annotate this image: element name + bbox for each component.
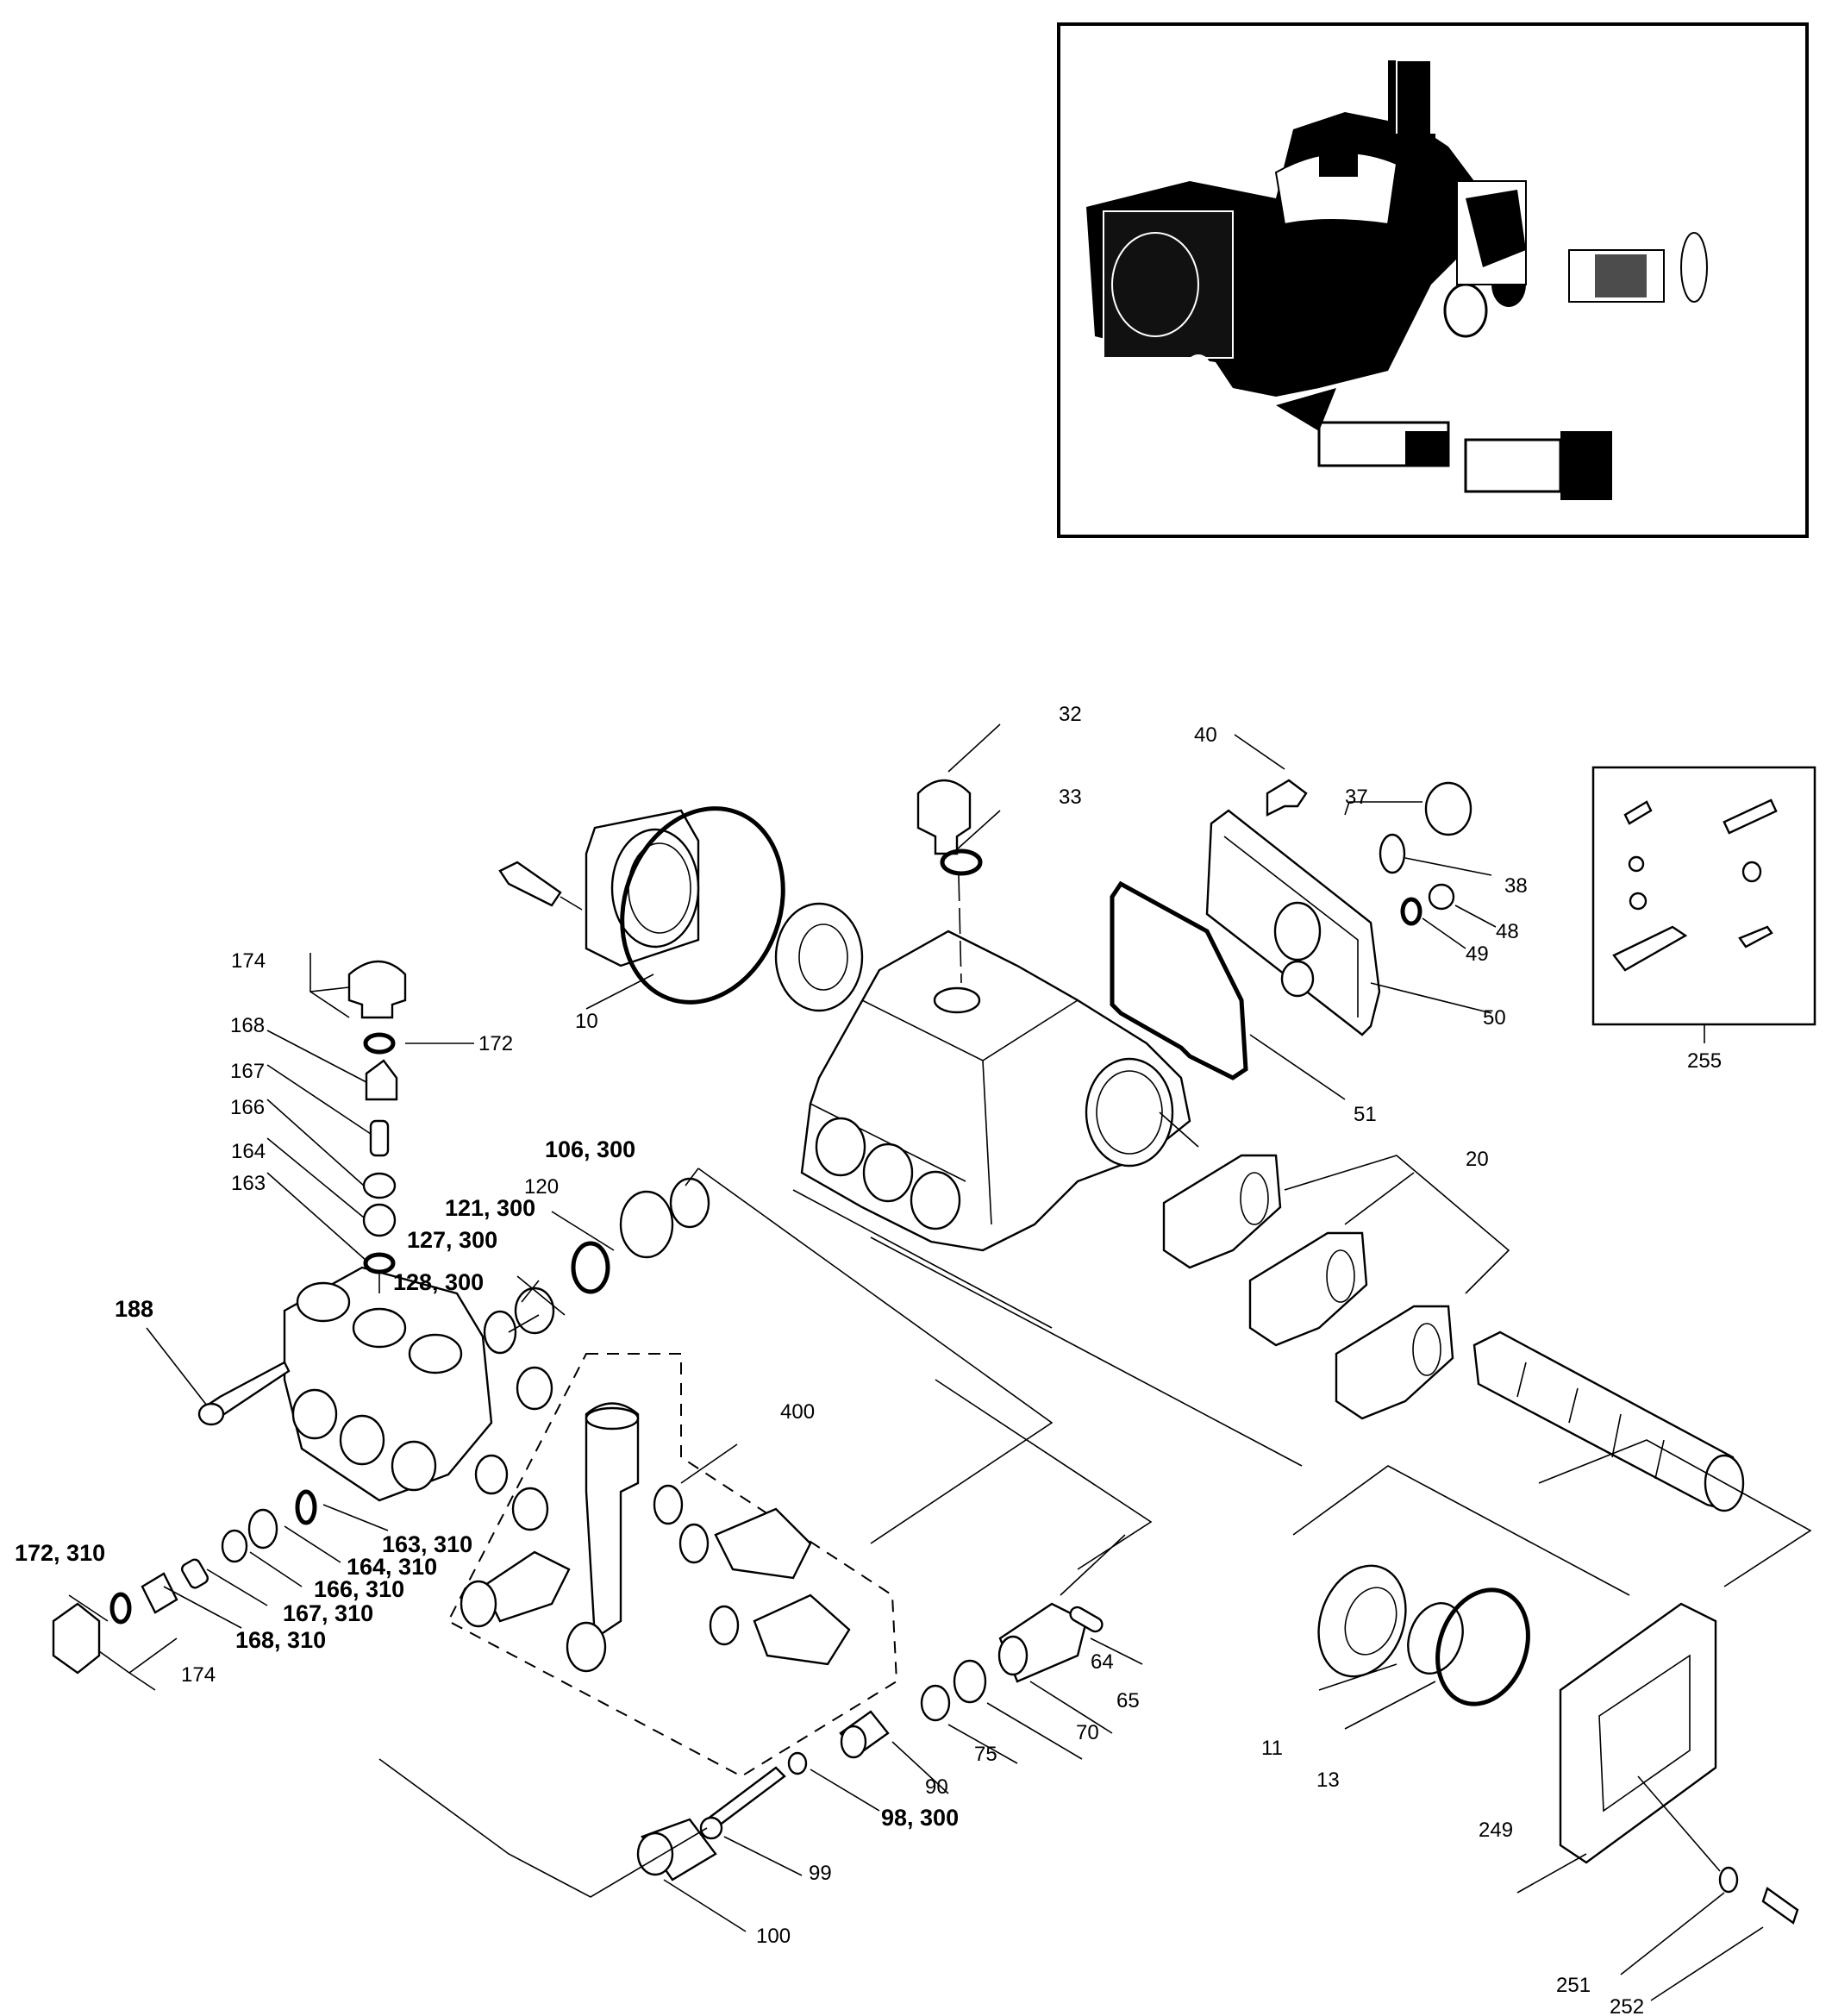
- plunger-parts: [636, 1602, 1104, 1881]
- outlet-valve-stack: [347, 960, 407, 1293]
- kit-washer-icon: [1629, 892, 1648, 911]
- kit-box-255: [1591, 766, 1816, 1043]
- crankcase: [800, 930, 1191, 1252]
- callout-167: 167: [230, 1060, 265, 1083]
- kit-bracket-icon: [1612, 925, 1688, 972]
- callout-400: 400: [780, 1400, 815, 1424]
- seal-stack: [483, 1177, 710, 1355]
- callout-163: 163: [231, 1172, 266, 1195]
- callout-75: 75: [974, 1743, 997, 1766]
- callout-20: 20: [1466, 1148, 1489, 1171]
- callout-166-310: 166, 310: [314, 1576, 404, 1602]
- oil-cap: [916, 779, 983, 984]
- callout-40: 40: [1194, 723, 1217, 747]
- callout-51: 51: [1354, 1103, 1377, 1126]
- callout-251: 251: [1556, 1974, 1591, 1997]
- callout-168: 168: [230, 1014, 265, 1037]
- bolt-188: [197, 1361, 291, 1426]
- callout-64: 64: [1091, 1650, 1114, 1674]
- callout-labels: 32 33 40 37 38 48 49 50 51 10 20 174 172…: [15, 703, 1722, 2016]
- callout-163-310: 163, 310: [382, 1531, 472, 1557]
- callout-70: 70: [1076, 1721, 1099, 1744]
- callout-164-310: 164, 310: [347, 1554, 437, 1580]
- kit-key-icon: [1723, 798, 1778, 835]
- callout-37: 37: [1345, 786, 1368, 809]
- callout-172-310: 172, 310: [15, 1540, 105, 1566]
- callout-172: 172: [478, 1032, 513, 1055]
- callout-166: 166: [230, 1096, 265, 1119]
- callout-98-300: 98, 300: [881, 1805, 959, 1831]
- kit-bushing-icon: [1741, 861, 1762, 883]
- callout-100: 100: [756, 1925, 791, 1948]
- connecting-rods: [1162, 1154, 1454, 1420]
- pump-photo: [1086, 59, 1708, 500]
- callout-121-300: 121, 300: [445, 1195, 535, 1221]
- callout-10: 10: [575, 1010, 598, 1033]
- bolt-40: [1266, 779, 1308, 817]
- callout-127-300: 127, 300: [407, 1227, 497, 1253]
- callout-32: 32: [1059, 703, 1082, 726]
- callout-13: 13: [1316, 1769, 1340, 1792]
- callout-128-300: 128, 300: [393, 1269, 484, 1295]
- callout-252: 252: [1610, 1995, 1644, 2016]
- callout-48: 48: [1496, 920, 1519, 943]
- callout-99: 99: [809, 1862, 832, 1885]
- kit-eclip-icon: [1628, 855, 1645, 873]
- callout-188: 188: [115, 1296, 153, 1322]
- callout-174-top: 174: [231, 949, 266, 973]
- callout-120: 120: [524, 1175, 559, 1199]
- right-bearing-cover: [1317, 1564, 1799, 1925]
- hex-bolt-icon: [498, 861, 583, 911]
- callout-65: 65: [1116, 1689, 1140, 1712]
- callout-50: 50: [1483, 1006, 1506, 1030]
- inlet-valve-stack: [52, 1489, 317, 1675]
- callout-106-300: 106, 300: [545, 1136, 635, 1162]
- manifold: [283, 1266, 509, 1502]
- bearing-cover-left: [498, 806, 864, 1012]
- callout-49: 49: [1466, 942, 1489, 966]
- callout-90: 90: [925, 1775, 948, 1799]
- callout-33: 33: [1059, 786, 1082, 809]
- crankshaft: [1472, 1330, 1745, 1512]
- leader-lines: [68, 723, 1812, 2001]
- callout-174-bottom: 174: [181, 1663, 216, 1687]
- callout-167-310: 167, 310: [283, 1600, 373, 1626]
- callout-164: 164: [231, 1140, 266, 1163]
- callout-255: 255: [1687, 1049, 1722, 1073]
- unloader-assembly: [447, 1353, 898, 1778]
- callout-11: 11: [1261, 1737, 1283, 1760]
- oil-sight-plug: [1379, 781, 1472, 926]
- callout-249: 249: [1479, 1819, 1513, 1842]
- kit-bolt-icon: [1623, 800, 1653, 825]
- rear-cover: [1110, 809, 1381, 1080]
- kit-screw-icon: [1738, 925, 1773, 949]
- callout-38: 38: [1504, 874, 1528, 898]
- callout-168-310: 168, 310: [235, 1627, 326, 1653]
- pump-photo-inset: [1057, 22, 1809, 538]
